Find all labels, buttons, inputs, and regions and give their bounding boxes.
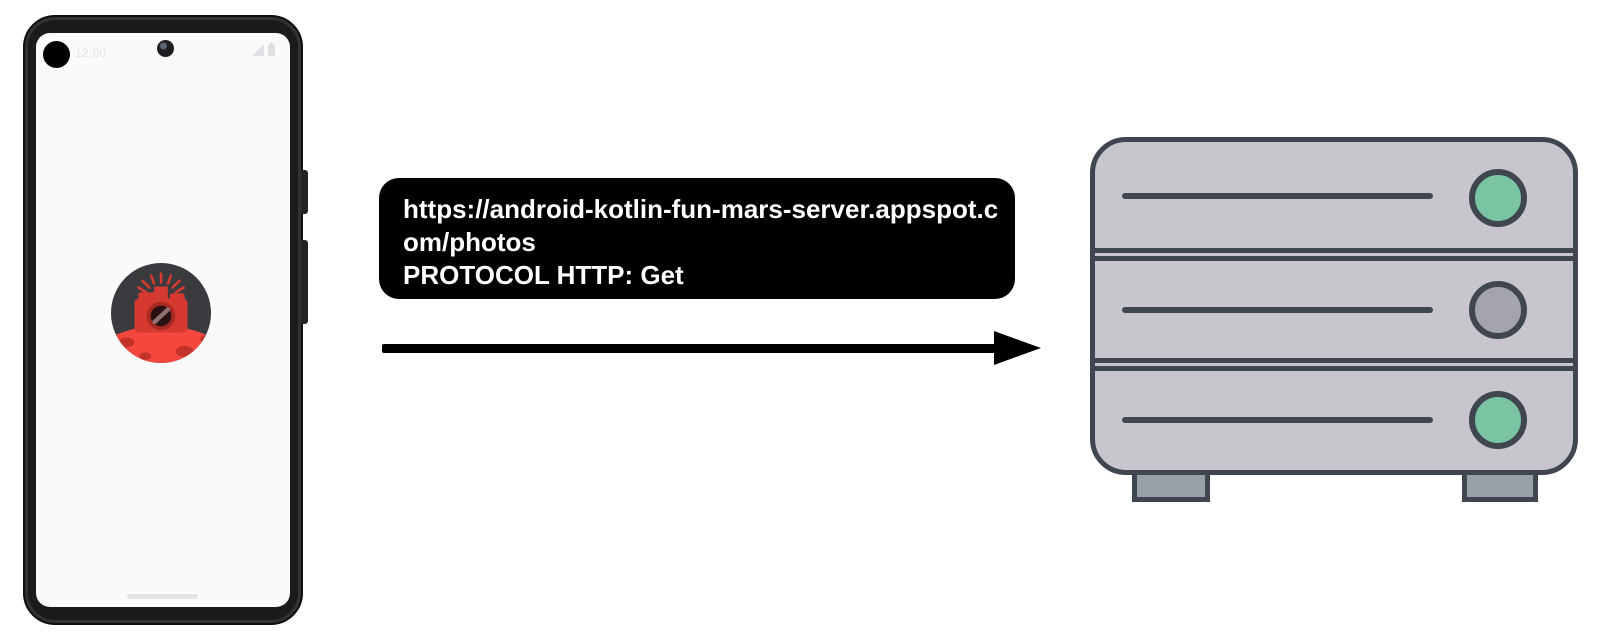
request-arrow-shaft — [382, 344, 996, 353]
black-dot — [43, 41, 70, 68]
server-divider — [1094, 358, 1574, 371]
navigation-pill — [127, 594, 198, 599]
server-bay-slot — [1122, 193, 1433, 199]
phone-power-button — [301, 170, 308, 214]
phone-screen: 12:00 — [36, 33, 290, 607]
request-url-line-2: om/photos — [403, 227, 536, 257]
front-camera-icon — [157, 40, 174, 57]
battery-icon — [268, 42, 275, 56]
signal-icon — [252, 44, 264, 56]
mars-photos-camera-icon — [110, 262, 212, 364]
server-status-light-3 — [1469, 391, 1527, 449]
server-status-light-2 — [1469, 281, 1527, 339]
http-request-callout: https://android-kotlin-fun-mars-server.a… — [379, 178, 1015, 299]
request-protocol-line: PROTOCOL HTTP: Get — [403, 260, 684, 290]
server-divider — [1094, 248, 1574, 261]
server-bay-slot — [1122, 307, 1433, 313]
web-server-icon — [1090, 137, 1578, 475]
phone-volume-button — [301, 240, 308, 324]
status-bar-icons — [252, 42, 275, 56]
server-bay-slot — [1122, 417, 1433, 423]
request-arrow-head — [994, 331, 1041, 365]
request-url-line-1: https://android-kotlin-fun-mars-server.a… — [403, 194, 999, 224]
phone: 12:00 — [23, 15, 308, 625]
status-bar-time: 12:00 — [75, 46, 107, 60]
server-status-light-1 — [1469, 169, 1527, 227]
